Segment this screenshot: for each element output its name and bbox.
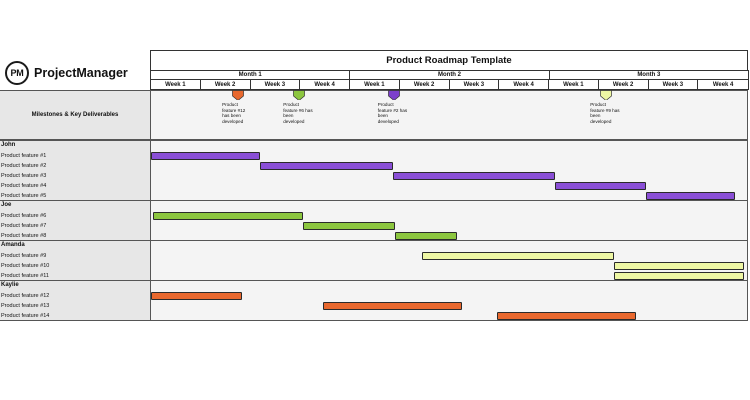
feature-label: Product feature #9 <box>1 252 47 259</box>
feature-bar[interactable] <box>496 312 637 320</box>
feature-bar[interactable] <box>153 212 303 220</box>
brand-logo: PM ProjectManager <box>5 60 145 86</box>
month-header: Month 2 <box>349 70 549 80</box>
milestone-marker-icon <box>293 90 306 100</box>
feature-label: Product feature #14 <box>1 312 50 319</box>
milestone-text: Product feature #9 has been developed <box>590 102 620 124</box>
week-header: Week 2 <box>199 80 250 90</box>
feature-label: Product feature #2 <box>1 162 47 169</box>
feature-bar[interactable] <box>151 292 242 300</box>
milestone-text: Product feature #12 has been developed <box>222 102 246 124</box>
feature-bar[interactable] <box>555 182 646 190</box>
week-header: Week 3 <box>448 80 499 90</box>
month-header: Month 3 <box>548 70 749 80</box>
feature-label: Product feature #8 <box>1 232 47 239</box>
week-header: Week 3 <box>249 80 300 90</box>
group-separator <box>0 200 748 201</box>
milestone-text: Product feature #6 has been developed <box>283 102 313 124</box>
owner-chart-area <box>151 280 748 321</box>
owner-chart-area <box>151 140 748 201</box>
feature-bar[interactable] <box>613 262 745 270</box>
pm-logo-icon: PM <box>5 61 29 85</box>
milestone-text: Product feature #2 has been developed <box>377 102 408 124</box>
week-header: Week 1 <box>150 80 200 90</box>
feature-bar[interactable] <box>302 222 395 230</box>
week-header: Week 4 <box>697 80 749 90</box>
owner-label-column <box>0 200 151 241</box>
milestone-marker-icon <box>600 90 613 100</box>
feature-bar[interactable] <box>393 172 556 180</box>
group-separator <box>0 140 748 141</box>
week-header: Week 3 <box>647 80 698 90</box>
feature-label: Product feature #10 <box>1 262 50 269</box>
milestone-marker-icon <box>387 90 400 100</box>
feature-bar[interactable] <box>394 232 457 240</box>
feature-bar[interactable] <box>422 252 614 260</box>
week-header: Week 4 <box>299 80 349 90</box>
feature-label: Product feature #6 <box>1 212 47 219</box>
month-header: Month 1 <box>150 70 350 80</box>
feature-bar[interactable] <box>322 302 462 310</box>
roadmap-title: Product Roadmap Template <box>150 50 748 70</box>
owner-label-column <box>0 240 151 281</box>
feature-label: Product feature #12 <box>1 292 50 299</box>
feature-label: Product feature #3 <box>1 172 47 179</box>
owner-name: John <box>1 142 16 148</box>
feature-label: Product feature #7 <box>1 222 47 229</box>
week-header: Week 2 <box>597 80 648 90</box>
group-separator <box>0 320 748 321</box>
milestone-marker-icon <box>232 90 244 100</box>
feature-label: Product feature #11 <box>1 272 49 279</box>
feature-label: Product feature #1 <box>1 152 47 159</box>
owner-name: Kaylie <box>1 282 19 288</box>
feature-bar[interactable] <box>151 152 261 160</box>
feature-bar[interactable] <box>646 192 735 200</box>
feature-label: Product feature #5 <box>1 192 47 199</box>
milestones-label: Milestones & Key Deliverables <box>0 90 151 140</box>
week-header: Week 4 <box>498 80 548 90</box>
feature-label: Product feature #13 <box>1 302 50 309</box>
week-header: Week 1 <box>349 80 399 90</box>
owner-label-column <box>0 140 151 201</box>
milestones-area <box>151 90 748 140</box>
owner-label-column <box>0 280 151 321</box>
week-header: Week 1 <box>548 80 598 90</box>
owner-name: Joe <box>1 202 12 208</box>
feature-bar[interactable] <box>260 162 394 170</box>
feature-bar[interactable] <box>613 272 745 280</box>
group-separator <box>0 240 748 241</box>
feature-label: Product feature #4 <box>1 182 47 189</box>
week-header: Week 2 <box>398 80 449 90</box>
owner-name: Amanda <box>1 242 25 248</box>
group-separator <box>0 280 748 281</box>
brand-name: ProjectManager <box>34 66 128 80</box>
